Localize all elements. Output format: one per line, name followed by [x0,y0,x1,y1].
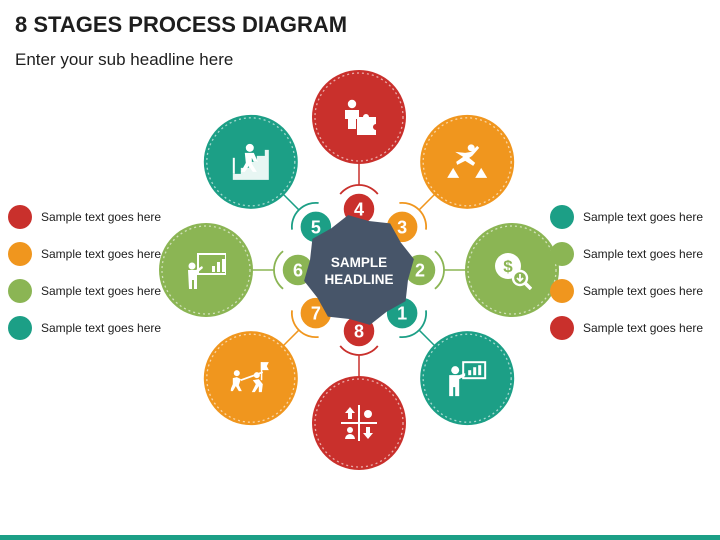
center-headline-line1: SAMPLE [331,255,387,270]
legend-label: Sample text goes here [583,284,704,298]
stage-7: 7 [203,295,334,426]
center-shape [304,215,414,325]
legend-dot [550,205,574,229]
badge-arc [290,201,319,230]
stage-number: 2 [415,261,425,281]
legend-item: Sample text goes here [8,316,161,340]
legend-dot [550,279,574,303]
center-headline-line2: HEADLINE [324,272,393,287]
stage-number: 5 [311,217,321,237]
stage-5: 5 [203,114,334,245]
legend-item: Sample text goes here [8,279,161,303]
page-title: 8 STAGES PROCESS DIAGRAM [15,12,348,37]
legend-dot [8,279,32,303]
legend-label: Sample text goes here [41,284,162,298]
badge-arc [399,201,428,230]
stage-number: 8 [354,322,364,342]
stage-number: 6 [293,261,303,281]
badge-arc [339,345,379,356]
stage-circle-ring [206,333,296,423]
stage-6: 6 [159,223,316,317]
stage-circle-ring [161,225,251,315]
stage-4: 4 [312,70,406,227]
legend-label: Sample text goes here [583,321,704,335]
stage-8: 8 [312,313,406,470]
legend-item: Sample text goes here [550,205,703,229]
stage-2: 2 [402,223,559,317]
stage-1: 1 [384,295,515,426]
stage-circle [203,331,298,426]
stage-connector [418,193,436,211]
legend-dot [550,242,574,266]
bottom-accent-bar [0,535,720,540]
legend-label: Sample text goes here [41,210,162,224]
stage-number: 1 [397,304,407,324]
stage-connector [418,329,436,347]
stage-circle-ring [422,117,512,207]
stage-circle-ring [206,117,296,207]
legend-label: Sample text goes here [41,247,162,261]
stage-3: 3 [384,114,515,245]
stage-number: 7 [311,304,321,324]
legend-dot [550,316,574,340]
legend-label: Sample text goes here [583,247,704,261]
stage-circle-ring [314,378,404,468]
stage-number: 4 [354,200,364,220]
legend-item: Sample text goes here [8,242,161,266]
badge-arc [339,184,379,195]
stage-circle [159,223,253,317]
badge-arc [290,310,319,339]
legend-dot [8,205,32,229]
stage-circle-ring [467,225,557,315]
stage-circle-ring [422,333,512,423]
badge-arc [399,310,428,339]
legend-label: Sample text goes here [583,210,704,224]
legend-item: Sample text goes here [550,242,703,266]
stage-circle-ring [314,72,404,162]
badge-arc [273,250,284,290]
legend-dot [8,242,32,266]
legend-item: Sample text goes here [8,205,161,229]
stage-connector [282,193,300,211]
legend-label: Sample text goes here [41,321,162,335]
badge-arc [434,250,445,290]
stage-connector [282,329,300,347]
page-subtitle: Enter your sub headline here [15,50,234,69]
legend-dot [8,316,32,340]
legend-item: Sample text goes here [550,316,703,340]
legend-item: Sample text goes here [550,279,703,303]
stage-number: 3 [397,217,407,237]
center-hub: SAMPLE HEADLINE [304,215,414,325]
